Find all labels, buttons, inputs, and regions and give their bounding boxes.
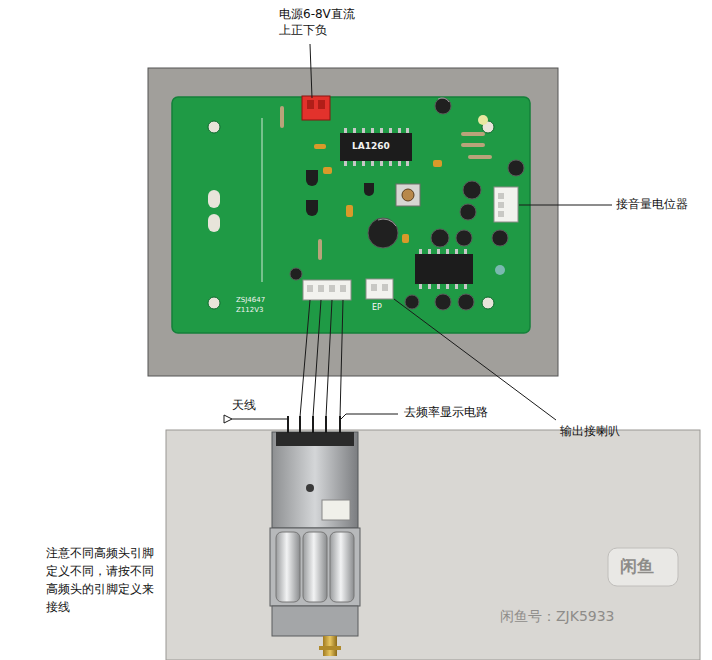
tuner-photo [166, 430, 700, 660]
watermark: 闲鱼号：ZJK5933 [500, 608, 615, 625]
watermark: 闲鱼 [620, 556, 654, 576]
power-note: 电源6-8V直流 上正下负 [279, 6, 365, 38]
leader-lines [310, 44, 612, 420]
chip-marking: LA1260 [352, 141, 390, 152]
pcb-photo [148, 68, 558, 376]
tuner-pins [288, 416, 340, 433]
silk-text: Z112V3 [236, 306, 263, 314]
watermark-logo [608, 548, 678, 586]
volume-note: 接音量电位器 [616, 197, 688, 211]
speaker-note: 输出接喇叭 [560, 424, 620, 438]
frequency-note: 去频率显示电路 [402, 405, 490, 419]
silk-text: EP [372, 303, 382, 313]
pin-warning-note: 注意不同高频头引脚定义不同，请按不同高频头的引脚定义来接线 [46, 544, 160, 616]
silk-text: ZSJ4647 [236, 296, 265, 304]
antenna-label: 天线 [232, 398, 256, 412]
wiring [300, 300, 343, 417]
antenna-symbol [224, 415, 288, 423]
